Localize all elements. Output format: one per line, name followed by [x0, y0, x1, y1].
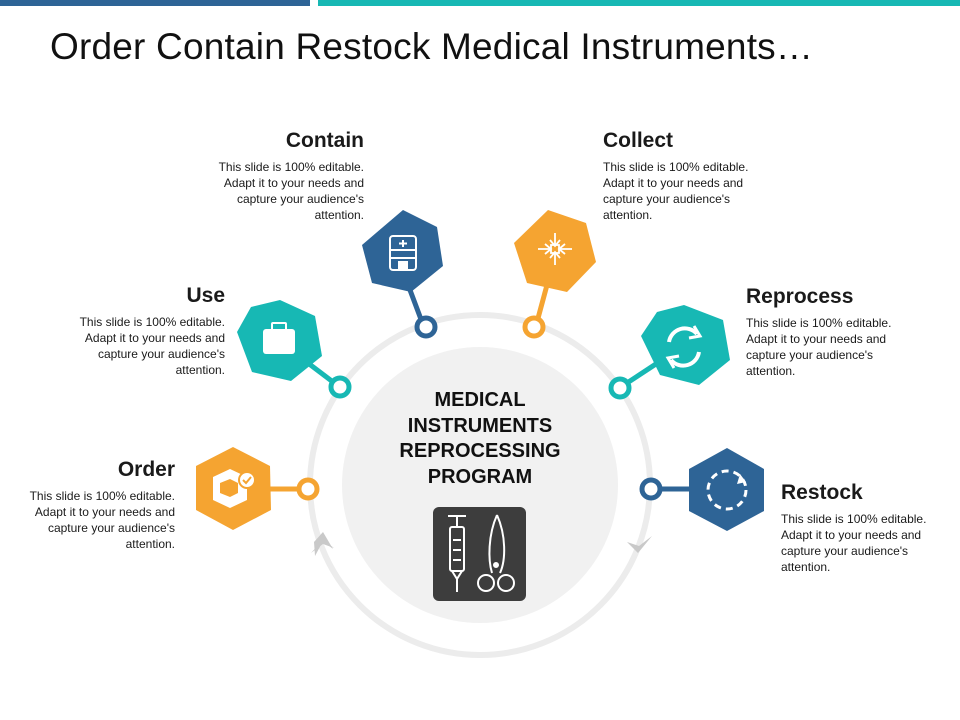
top-accent-bar-teal [318, 0, 960, 6]
refresh-icon [665, 325, 703, 369]
step-description: This slide is 100% editable. Adapt it to… [746, 316, 892, 378]
hex-contain [362, 210, 443, 292]
page-title: Order Contain Restock Medical Instrument… [50, 26, 814, 67]
step-title: Contain [285, 129, 364, 152]
contain-node [414, 315, 438, 339]
cabinet-icon [389, 235, 417, 271]
step-title: Collect [603, 129, 674, 152]
step-description: This slide is 100% editable. Adapt it to… [29, 489, 175, 551]
step-description: This slide is 100% editable. Adapt it to… [781, 512, 927, 574]
syringe-scissors-icon [433, 507, 526, 601]
step-reprocess: Reprocess This slide is 100% editable. A… [746, 285, 916, 379]
center-title: MEDICAL INSTRUMENTS REPROCESSING PROGRAM [399, 389, 561, 488]
use-node [328, 375, 352, 399]
center-disc [342, 347, 618, 623]
collect-node [522, 315, 546, 339]
step-restock: Restock This slide is 100% editable. Ada… [781, 481, 951, 575]
step-order: Order This slide is 100% editable. Adapt… [5, 458, 175, 552]
hex-use [237, 300, 322, 381]
hex-collect [514, 210, 596, 292]
step-description: This slide is 100% editable. Adapt it to… [218, 160, 364, 222]
step-description: This slide is 100% editable. Adapt it to… [79, 315, 225, 377]
top-accent-bar-blue [0, 0, 310, 6]
step-title: Reprocess [746, 285, 854, 308]
ring-arrowhead-left-icon [314, 532, 333, 556]
step-collect: Collect This slide is 100% editable. Ada… [603, 129, 773, 223]
step-title: Restock [781, 481, 863, 504]
step-contain: Contain This slide is 100% editable. Ada… [194, 129, 364, 223]
restock-node [639, 477, 663, 501]
step-title: Use [186, 284, 225, 307]
hex-reprocess [641, 305, 730, 385]
step-title: Order [117, 458, 175, 481]
arrows-inward-icon [538, 233, 572, 265]
cycle-icon [706, 469, 748, 511]
hex-restock [689, 448, 764, 531]
order-node [296, 477, 320, 501]
reprocess-node [608, 376, 632, 400]
briefcase-icon [263, 322, 295, 354]
step-description: This slide is 100% editable. Adapt it to… [603, 160, 749, 222]
hex-order [196, 447, 271, 530]
ring-arrow-left-icon [311, 540, 334, 553]
step-use: Use This slide is 100% editable. Adapt i… [55, 284, 225, 378]
box-check-icon [213, 469, 256, 508]
ring-arrowhead-right-icon [627, 536, 652, 553]
